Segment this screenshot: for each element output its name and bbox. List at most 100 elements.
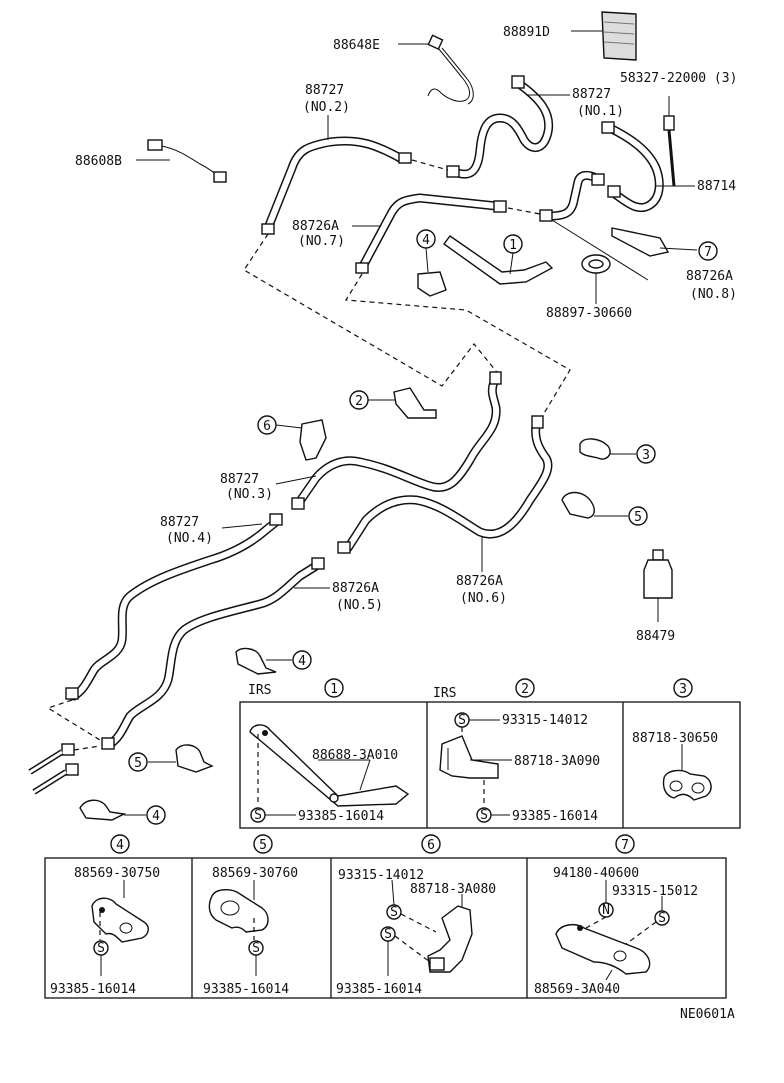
box6-part-a: 93315-14012: [338, 868, 424, 883]
box7-callout: 7: [621, 838, 629, 853]
box7-n-sym: N: [602, 903, 610, 918]
box4-s-sym: S: [97, 941, 105, 956]
box7-part-a: 94180-40600: [553, 866, 639, 881]
label-88727-no1-b: (NO.1): [577, 104, 624, 119]
box2-bracket: [439, 712, 512, 823]
label-88726a-no6-a: 88726A: [456, 574, 503, 589]
clamp-4-upper: [416, 229, 447, 297]
box5-callout-circle: [253, 834, 273, 854]
clamp-7-top: [611, 227, 718, 261]
label-88726a-no7-a: 88726A: [292, 219, 339, 234]
lower-left-fittings: [28, 699, 101, 795]
callout-5-lower: 5: [134, 756, 142, 771]
box2-part-c: 93385-16014: [512, 809, 598, 824]
box2-s-sym-b: S: [480, 808, 488, 823]
bracket-2-mid: [349, 387, 437, 419]
label-88726a-no6-b: (NO.6): [460, 591, 507, 606]
grommet-88897: [581, 254, 611, 304]
box7-part-b: 93315-15012: [612, 884, 698, 899]
strap-58327: [663, 96, 676, 187]
irs-label-2: IRS: [433, 686, 456, 701]
box1-callout-circle: [324, 678, 344, 698]
callout-4-upper: 4: [422, 233, 430, 248]
box2-part-a: 93315-14012: [502, 713, 588, 728]
connector-88608b: [136, 139, 227, 183]
irs-label-1: IRS: [248, 683, 271, 698]
callout-7-top: 7: [704, 245, 712, 260]
bracket-6-mid: [257, 415, 327, 461]
label-88726a-no5-b: (NO.5): [336, 598, 383, 613]
box4-part-b: 93385-16014: [50, 982, 136, 997]
box7-callout-circle: [615, 834, 635, 854]
box3-part-a: 88718-30650: [632, 731, 718, 746]
box3-clamp: [662, 744, 712, 801]
wire-88648e: [398, 34, 474, 105]
label-88897: 88897-30660: [546, 306, 632, 321]
label-88891d: 88891D: [503, 25, 550, 40]
box1-bracket: [249, 724, 410, 823]
label-88479: 88479: [636, 629, 675, 644]
label-88648e: 88648E: [333, 38, 380, 53]
callout-1-upper: 1: [509, 238, 517, 253]
box6-callout: 6: [427, 838, 435, 853]
dashed-routing: [243, 233, 571, 421]
label-88727-no1-a: 88727: [572, 87, 611, 102]
callout-2-mid: 2: [355, 394, 363, 409]
label-88726a-no8-a: 88726A: [686, 269, 733, 284]
box5-s-sym: S: [252, 941, 260, 956]
label-88727-no4-b: (NO.4): [166, 531, 213, 546]
label-88727-no3-b: (NO.3): [226, 487, 273, 502]
label-88727-no3-a: 88727: [220, 472, 259, 487]
box7-part-c: 88569-3A040: [534, 982, 620, 997]
box7-s-sym: S: [658, 911, 666, 926]
can-88479: [643, 549, 673, 622]
pipe-88726a-no5: [101, 557, 330, 750]
inset-row-lower: [44, 857, 727, 999]
box4-callout-circle: [110, 834, 130, 854]
label-88727-no2-a: 88727: [305, 83, 344, 98]
callout-6-mid: 6: [263, 419, 271, 434]
bracket-1-upper: [443, 234, 554, 285]
clamp-4-mid: [235, 647, 312, 675]
label-88727-no2-b: (NO.2): [303, 100, 350, 115]
callout-4-mid: 4: [298, 654, 306, 669]
label-88726a-no8-b: (NO.8): [690, 287, 737, 302]
box2-part-b: 88718-3A090: [514, 754, 600, 769]
box5-callout: 5: [259, 838, 267, 853]
box7-clamp: [555, 880, 670, 981]
box2-s-sym-a: S: [458, 713, 466, 728]
callout-3-mid: 3: [642, 448, 650, 463]
clamp-5-lower: [128, 744, 214, 773]
gasket-88891d: [571, 11, 637, 61]
label-88727-no4-a: 88727: [160, 515, 199, 530]
box4-part-a: 88569-30750: [74, 866, 160, 881]
clamp-3-mid: [579, 438, 656, 464]
callout-5-right: 5: [634, 510, 642, 525]
box5-part-a: 88569-30760: [212, 866, 298, 881]
box6-s-sym-a: S: [390, 905, 398, 920]
clamp-5-right: [561, 491, 648, 526]
box6-bracket: [380, 879, 473, 976]
box3-callout: 3: [679, 682, 687, 697]
pipe-88726a-no8: [539, 170, 649, 281]
pipe-88727-no4: [65, 513, 283, 701]
box2-callout: 2: [521, 682, 529, 697]
box1-s-sym: S: [254, 808, 262, 823]
pipe-88714: [601, 121, 695, 212]
box4-callout: 4: [116, 838, 124, 853]
box5-part-b: 93385-16014: [203, 982, 289, 997]
box3-callout-circle: [673, 678, 693, 698]
box1-callout: 1: [330, 682, 338, 697]
inset-row-upper: [239, 701, 741, 829]
callout-4-lower: 4: [152, 809, 160, 824]
box1-part-b: 93385-16014: [298, 809, 384, 824]
box6-s-sym-b: S: [384, 927, 392, 942]
box4-clamp: [91, 880, 149, 976]
label-58327: 58327-22000 (3): [620, 71, 737, 86]
clamp-4-lower: [79, 799, 166, 825]
box2-callout-circle: [515, 678, 535, 698]
label-88726a-no7-b: (NO.7): [298, 234, 345, 249]
pipe-88727-no1: [446, 75, 570, 179]
